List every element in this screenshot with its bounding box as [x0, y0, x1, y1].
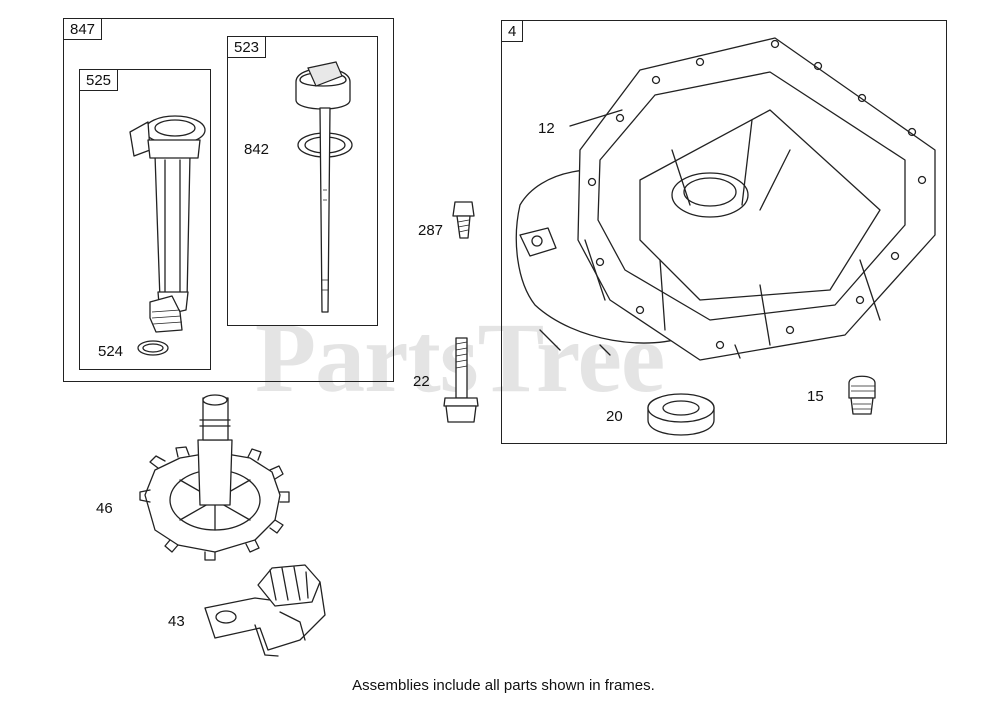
frame-label-523: 523 — [227, 36, 267, 58]
callout-46: 46 — [96, 500, 113, 517]
frame-label-847: 847 — [63, 18, 103, 40]
crankcase-cover-part — [515, 37, 936, 361]
drain-plug-part — [848, 375, 876, 415]
governor-gear-part — [139, 394, 290, 561]
assembly-frame-847: 847 — [63, 18, 394, 382]
dipstick-part — [295, 61, 353, 313]
assembly-frame-525: 525 — [79, 69, 211, 370]
bolt-287-part — [452, 201, 475, 239]
oil-seal-part — [647, 393, 715, 436]
callout-287: 287 — [418, 222, 444, 239]
callout-15: 15 — [807, 388, 824, 405]
callout-43: 43 — [168, 613, 185, 630]
diagram-caption: Assemblies include all parts shown in fr… — [352, 677, 655, 694]
oil-fill-tube-part — [129, 115, 206, 356]
callout-12: 12 — [538, 120, 555, 137]
governor-bracket-part — [204, 564, 326, 657]
assembly-frame-523: 523 — [227, 36, 378, 326]
callout-842: 842 — [244, 141, 270, 158]
assembly-frame-4: 4 — [501, 20, 947, 444]
callout-20: 20 — [606, 408, 623, 425]
callout-524: 524 — [98, 343, 124, 360]
frame-label-4: 4 — [501, 20, 524, 42]
frame-label-525: 525 — [79, 69, 119, 91]
bolt-22-part — [443, 337, 479, 423]
callout-22: 22 — [413, 373, 430, 390]
